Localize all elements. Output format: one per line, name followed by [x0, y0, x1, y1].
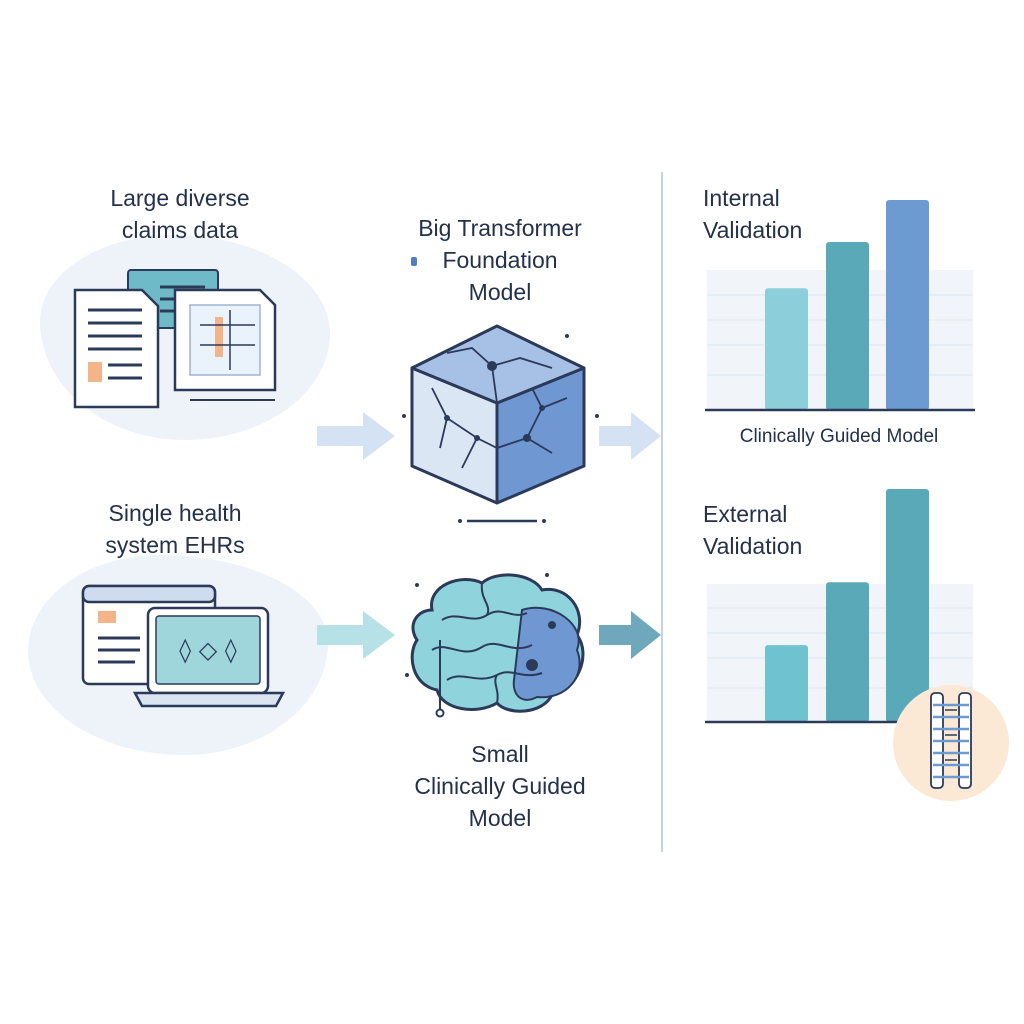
arrow-ehr-to-small [315, 609, 397, 661]
network-cube-icon [402, 318, 602, 533]
laptop-monitor-icon: ◊ ◇ ◊ [80, 583, 290, 713]
svg-text:◊ ◇ ◊: ◊ ◇ ◊ [179, 636, 237, 664]
arrow-foundation-to-results [597, 410, 663, 462]
internal-validation-title: Internal Validation [703, 185, 803, 243]
internal-validation-chart [703, 190, 978, 415]
ehr-label: Single health system EHRs [105, 500, 245, 558]
internal-bar-2 [826, 242, 869, 410]
external-bar-3 [886, 489, 929, 722]
small-model-label: Small Clinically Guided Model [414, 741, 586, 831]
external-bar-2 [826, 582, 869, 722]
spine-icon [893, 685, 1009, 801]
arrow-claims-to-foundation [315, 410, 397, 462]
external-bar-1 [765, 645, 808, 722]
section-divider [661, 172, 663, 852]
bullet-dot [411, 257, 417, 266]
arrow-small-to-results [597, 609, 663, 661]
claims-label: Large diverse claims data [110, 185, 250, 243]
internal-validation-caption: Clinically Guided Model [739, 426, 939, 447]
brain-network-icon [402, 565, 592, 720]
internal-bar-1 [765, 288, 808, 410]
external-validation-title: External Validation [703, 501, 803, 559]
internal-bar-3 [886, 200, 929, 410]
foundation-model-label: Big Transformer Foundation Model [418, 215, 582, 305]
documents-icon [70, 265, 290, 415]
